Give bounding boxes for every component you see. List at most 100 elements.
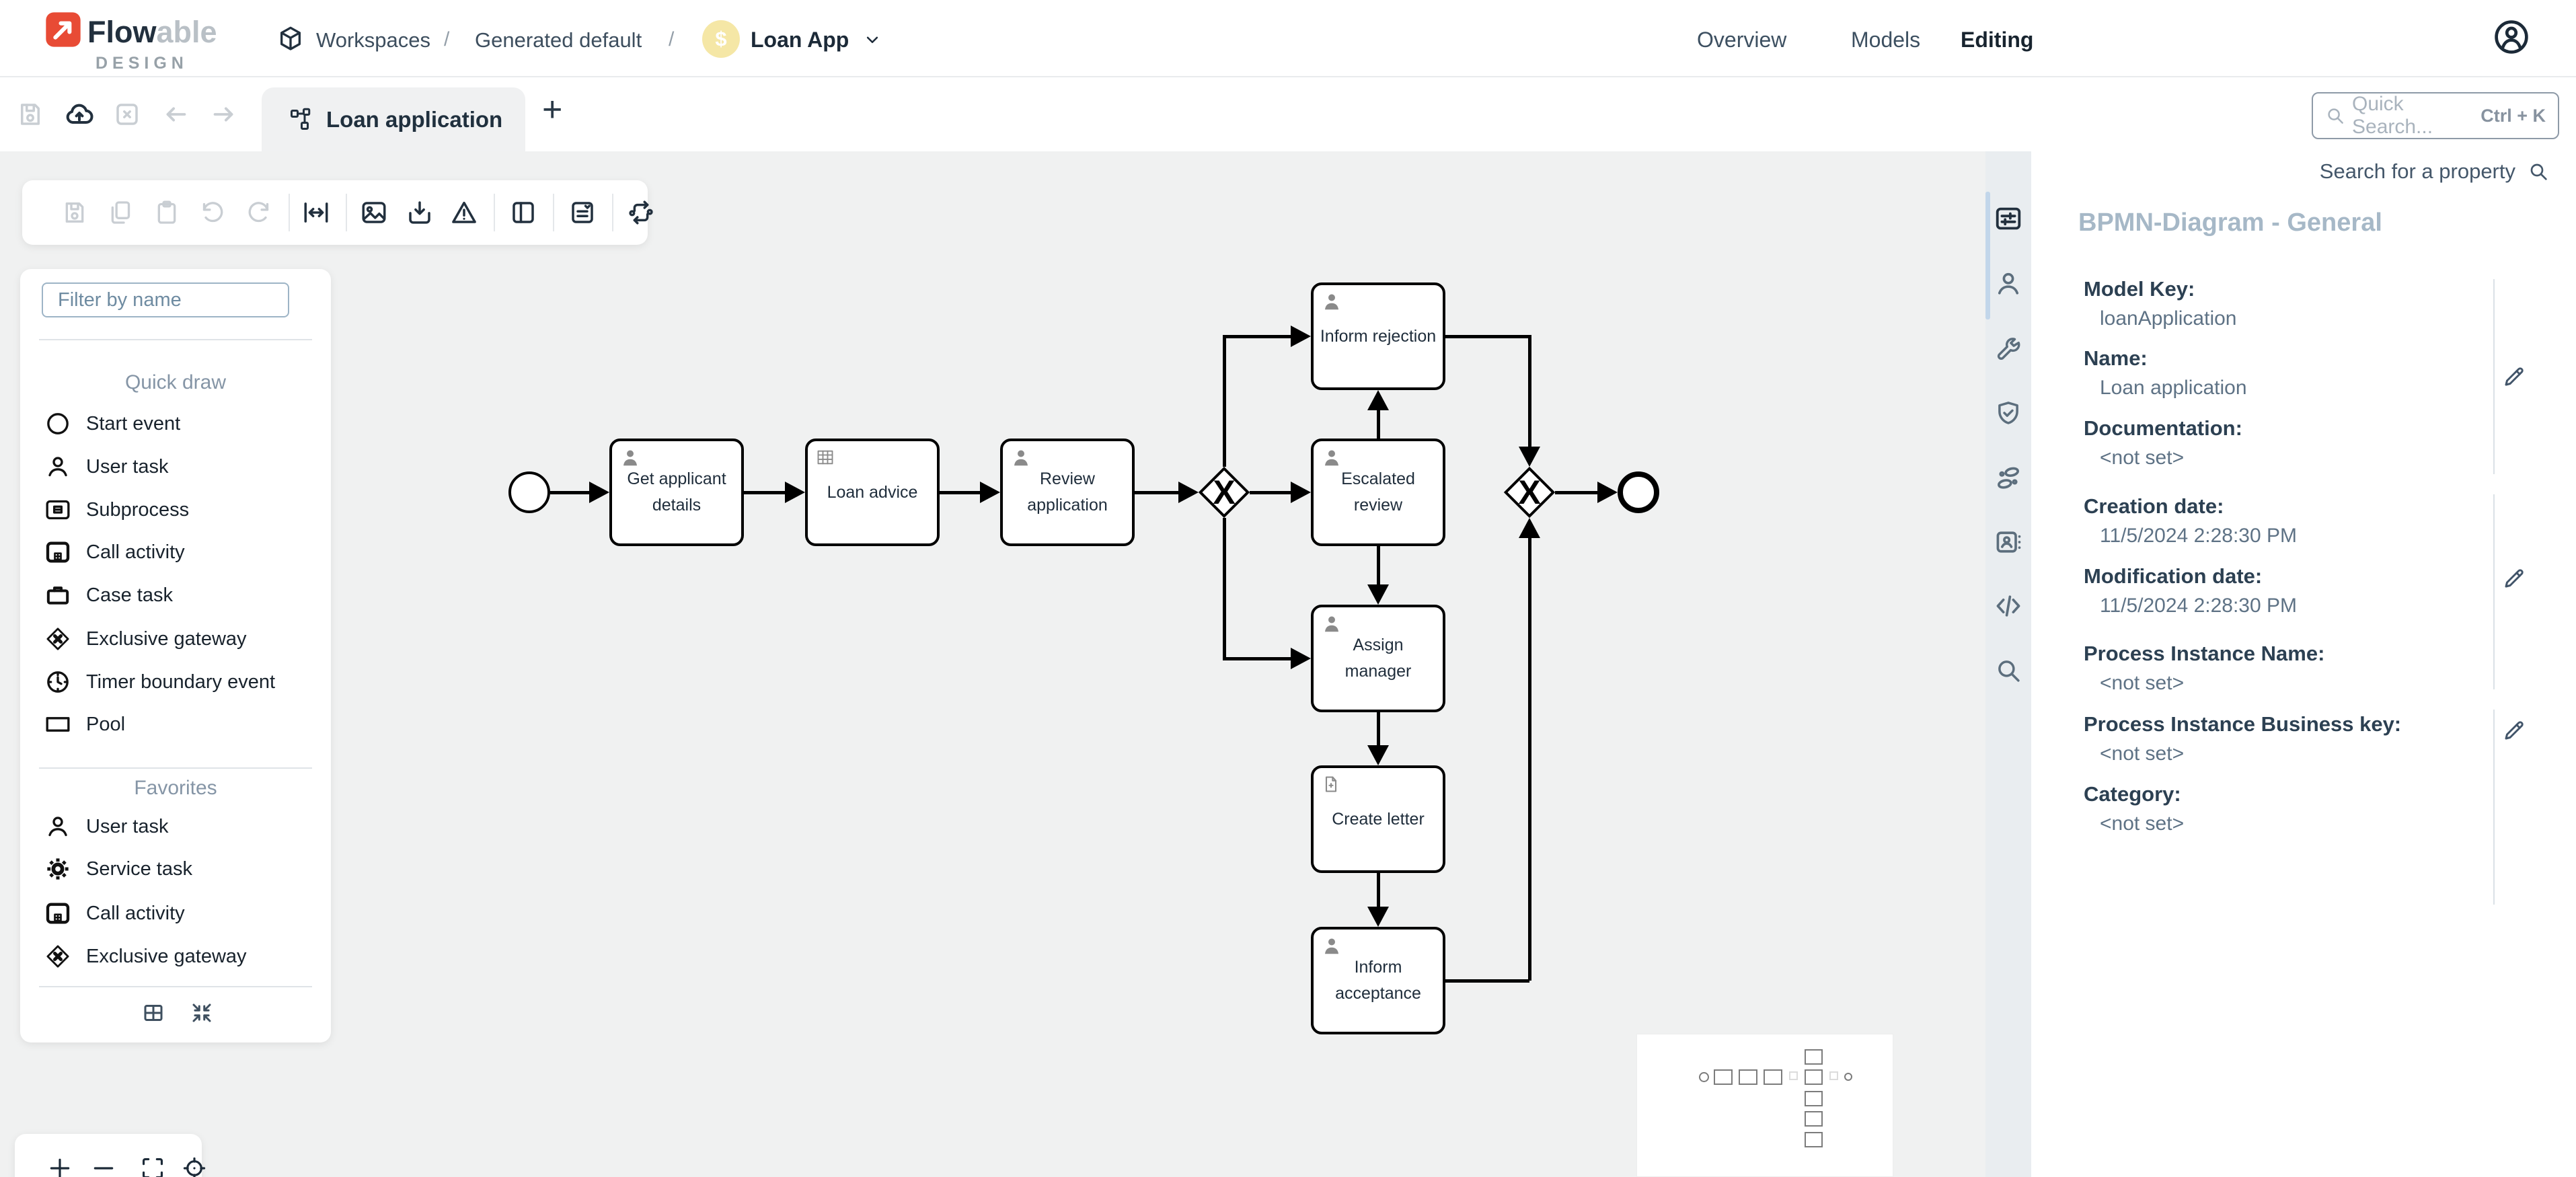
bpmn-canvas[interactable]: Filter by name Quick draw Start event Us… [0, 151, 1985, 1177]
task-inform-rejection[interactable]: Inform rejection [1311, 282, 1445, 390]
flow-edge[interactable] [1223, 518, 1226, 660]
palette-item-subprocess[interactable]: Subprocess [44, 493, 189, 527]
flow-edge[interactable] [1528, 538, 1531, 981]
panel-layout-icon[interactable] [509, 198, 537, 227]
publish-cloud-icon[interactable] [63, 98, 96, 130]
flow-edge[interactable] [1223, 335, 1291, 338]
call-activity-icon [44, 539, 71, 566]
flow-edge[interactable] [1135, 491, 1178, 494]
favorite-item-user-task[interactable]: User task [44, 810, 168, 843]
user-avatar-icon[interactable] [2493, 18, 2530, 56]
edit-pencil-icon[interactable] [2502, 566, 2526, 591]
minimap-start-event [1699, 1072, 1709, 1082]
nav-overview[interactable]: Overview [1697, 28, 1787, 52]
flow-edge[interactable] [1377, 546, 1380, 584]
grid-view-icon[interactable] [141, 1001, 165, 1025]
validation-shield-icon[interactable] [1994, 400, 2022, 428]
flowable-wordmark: Flowable [87, 15, 217, 49]
flow-edge[interactable] [1250, 491, 1291, 494]
breadcrumb-workspace-name[interactable]: Generated default [475, 28, 642, 52]
paste-icon [153, 199, 180, 226]
tab-loan-application[interactable]: Loan application [262, 87, 525, 151]
center-target-icon[interactable] [182, 1155, 207, 1177]
palette-filter-input[interactable]: Filter by name [42, 282, 289, 317]
quick-search-input[interactable]: Quick Search... Ctrl + K [2312, 92, 2559, 139]
user-task-icon [1322, 614, 1342, 634]
diagram-minimap[interactable] [1636, 1034, 1893, 1177]
chevron-down-icon[interactable] [862, 30, 882, 50]
case-task-icon [44, 582, 71, 609]
property-search[interactable]: Search for a property [2320, 159, 2549, 184]
assignment-person-icon[interactable] [1994, 269, 2023, 299]
favorite-item-exclusive-gateway[interactable]: Exclusive gateway [44, 940, 247, 973]
export-image-icon[interactable] [360, 198, 388, 227]
redo-icon [245, 199, 272, 226]
code-view-icon[interactable] [1994, 591, 2023, 621]
process-footprints-icon[interactable] [1994, 463, 2023, 493]
palette-item-timer-boundary-event[interactable]: Timer boundary event [44, 665, 275, 699]
toolbar-divider [612, 194, 613, 231]
palette-item-user-task[interactable]: User task [44, 450, 168, 484]
form-editor-icon[interactable] [568, 198, 597, 227]
nav-editing[interactable]: Editing [1961, 28, 2034, 52]
breadcrumb-app-name[interactable]: Loan App [751, 28, 849, 52]
tools-wrench-icon[interactable] [1994, 334, 2022, 363]
user-task-icon [1322, 448, 1342, 468]
flow-edge[interactable] [1555, 491, 1597, 494]
zoom-in-icon[interactable] [47, 1155, 73, 1177]
edit-pencil-icon[interactable] [2502, 718, 2526, 743]
palette-item-start-event[interactable]: Start event [44, 407, 180, 441]
palette-item-case-task[interactable]: Case task [44, 578, 173, 612]
collapse-panel-icon[interactable] [190, 1001, 214, 1025]
favorite-item-call-activity[interactable]: Call activity [44, 897, 185, 930]
flow-edge[interactable] [744, 491, 785, 494]
field-modification-date: Modification date: 11/5/2024 2:28:30 PM [2084, 564, 2297, 617]
palette-item-exclusive-gateway[interactable]: Exclusive gateway [44, 622, 247, 656]
flow-edge[interactable] [940, 491, 980, 494]
zoom-out-icon[interactable] [91, 1155, 116, 1177]
task-review-application[interactable]: Review application [1000, 439, 1135, 546]
validation-warning-icon[interactable] [450, 198, 478, 227]
palette-item-call-activity[interactable]: Call activity [44, 535, 185, 569]
task-inform-acceptance[interactable]: Inform acceptance [1311, 927, 1445, 1034]
flow-edge[interactable] [1445, 979, 1529, 983]
favorite-item-service-task[interactable]: Service task [44, 852, 192, 886]
product-name: DESIGN [96, 54, 188, 73]
task-escalated-review[interactable]: Escalated review [1311, 439, 1445, 546]
palette-item-pool[interactable]: Pool [44, 708, 125, 741]
zoom-controls [15, 1134, 202, 1177]
properties-panel: Search for a property BPMN-Diagram - Gen… [2031, 151, 2576, 1177]
add-tab-button[interactable]: + [542, 90, 563, 129]
property-search-icon[interactable] [1994, 656, 2022, 685]
fit-width-icon[interactable] [302, 198, 330, 227]
end-event[interactable] [1618, 471, 1659, 513]
breadcrumb-workspaces[interactable]: Workspaces [316, 28, 430, 52]
identity-card-icon[interactable] [1994, 527, 2023, 557]
start-event[interactable] [508, 471, 550, 513]
flow-arrowhead [1291, 482, 1311, 503]
attributes-panel-icon[interactable] [1993, 203, 2024, 234]
task-assign-manager[interactable]: Assign manager [1311, 605, 1445, 712]
toolbar-divider [553, 194, 554, 231]
subprocess-icon [44, 496, 71, 523]
download-icon[interactable] [406, 198, 434, 227]
task-create-letter[interactable]: Create letter [1311, 765, 1445, 873]
flow-edge[interactable] [1377, 712, 1380, 745]
fit-screen-icon[interactable] [140, 1155, 165, 1177]
nav-models[interactable]: Models [1851, 28, 1921, 52]
edit-pencil-icon[interactable] [2502, 365, 2526, 389]
flow-edge[interactable] [1445, 335, 1529, 338]
flowable-logo-icon [44, 11, 82, 52]
flow-edge[interactable] [1223, 335, 1226, 467]
task-get-applicant-details[interactable]: Get applicant details [609, 439, 744, 546]
property-search-label: Search for a property [2319, 159, 2515, 183]
flow-edge[interactable] [550, 491, 589, 494]
flow-edge[interactable] [1528, 335, 1531, 447]
flow-edge[interactable] [1377, 410, 1380, 439]
exclusive-gateway-merge-symbol: X [1518, 473, 1541, 511]
properties-toolbar [1985, 151, 2031, 1177]
flow-edge[interactable] [1377, 873, 1380, 907]
swap-flows-icon[interactable] [627, 198, 655, 227]
flow-edge[interactable] [1223, 657, 1291, 660]
task-loan-advice[interactable]: Loan advice [805, 439, 940, 546]
